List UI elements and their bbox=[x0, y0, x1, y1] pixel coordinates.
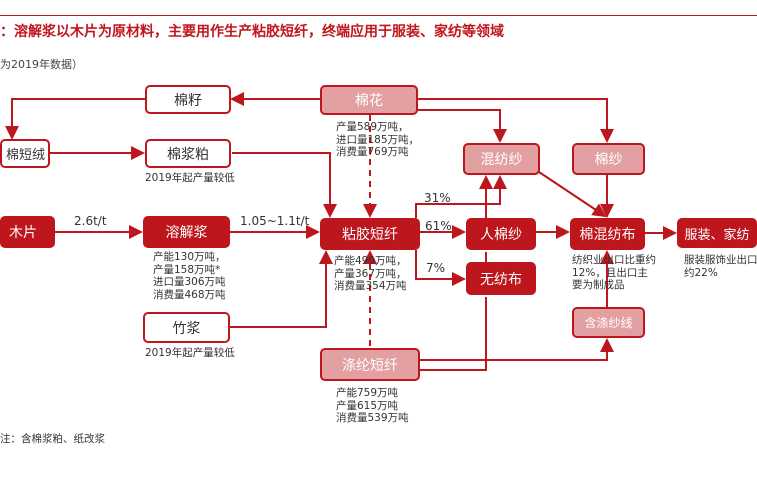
arrow-viscose-nonwoven bbox=[415, 250, 466, 286]
node-cotton-yarn: 棉纱 bbox=[572, 143, 645, 175]
ratio-pulp-viscose: 1.05~1.1t/t bbox=[240, 214, 310, 228]
note-line: 产能490万吨， bbox=[334, 255, 407, 267]
note-line: 产量615万吨 bbox=[336, 399, 399, 412]
arrow-cpulp-viscose bbox=[232, 152, 337, 218]
node-cotton-seed: 棉籽 bbox=[145, 85, 231, 114]
arrow-cotton-blend bbox=[418, 109, 507, 143]
node-cotton: 棉花 bbox=[320, 85, 418, 115]
note-line: 要为制成品 bbox=[572, 279, 625, 291]
ratio-wood-pulp: 2.6t/t bbox=[74, 214, 107, 228]
pct-nonwoven: 7% bbox=[426, 261, 446, 275]
node-blended-fabric: 棉混纺布 bbox=[570, 218, 645, 250]
node-linter: 棉短绒 bbox=[0, 139, 50, 168]
node-apparel: 服装、家纺 bbox=[677, 218, 757, 248]
note-line: 消费量468万吨 bbox=[153, 288, 226, 301]
node-bamboo-pulp: 竹浆 bbox=[143, 312, 230, 343]
arrow-blend-fabric bbox=[535, 169, 607, 218]
node-nonwoven: 无纺布 bbox=[466, 262, 536, 295]
note-line: 约22% bbox=[684, 266, 718, 279]
arrow-poly-nonwoven bbox=[420, 297, 487, 371]
note-apparel: 服装服饰业出口约22% bbox=[684, 254, 757, 279]
node-wood-chips: 木片 bbox=[0, 216, 55, 248]
arrow-poly-polyyarn bbox=[420, 338, 614, 361]
node-rayon-yarn: 人棉纱 bbox=[466, 218, 536, 250]
note-line: 进口量306万吨 bbox=[153, 276, 226, 288]
note-polyester: 产能759万吨产量615万吨消费量539万吨 bbox=[336, 387, 409, 425]
note-bamboo: 2019年起产量较低 bbox=[145, 347, 235, 359]
note-line: 产能130万吨， bbox=[153, 251, 226, 263]
node-cotton-pulp: 棉浆粕 bbox=[145, 139, 231, 168]
node-viscose: 粘胶短纤 bbox=[320, 218, 420, 250]
note-line: 消费量354万吨 bbox=[334, 280, 407, 292]
note-line: 消费量769万吨 bbox=[336, 146, 409, 158]
pct-rayon: 61% bbox=[425, 219, 452, 233]
note-line: 产能759万吨 bbox=[336, 387, 399, 399]
arrow-viscose-blend bbox=[415, 175, 507, 218]
note-line: 产量589万吨， bbox=[336, 121, 409, 133]
arrow-cotton-yarn bbox=[418, 98, 614, 143]
note-cotton-pulp: 2019年起产量较低 bbox=[145, 172, 235, 184]
arrow-bamboo-viscose bbox=[230, 250, 333, 328]
note-line: 产量367万吨， bbox=[334, 267, 407, 280]
note-line: 进口量185万吨， bbox=[336, 133, 420, 146]
note-line: 消费量539万吨 bbox=[336, 412, 409, 424]
note-viscose: 产能490万吨，产量367万吨，消费量354万吨 bbox=[334, 255, 407, 293]
footnote: 注：含棉浆粕、纸改浆 bbox=[0, 433, 105, 445]
note-dissolving-pulp: 产能130万吨，产量158万吨*进口量306万吨消费量468万吨 bbox=[153, 251, 226, 301]
note-line: 12%，且出口主 bbox=[572, 266, 648, 279]
header-rule bbox=[0, 15, 757, 16]
node-poly-yarn: 含涤纱线 bbox=[572, 307, 645, 338]
subtitle: 为2019年数据） bbox=[0, 58, 83, 71]
node-blended-yarn: 混纺纱 bbox=[463, 143, 540, 175]
arrow-seed-linter bbox=[5, 98, 145, 140]
note-line: 产量158万吨* bbox=[153, 263, 221, 276]
node-dissolving-pulp: 溶解浆 bbox=[143, 216, 230, 248]
note-cotton: 产量589万吨，进口量185万吨，消费量769万吨 bbox=[336, 121, 419, 159]
note-line: 服装服饰业出口 bbox=[684, 254, 757, 266]
note-line: 纺织业出口比重约 bbox=[572, 254, 656, 266]
page-title: ：溶解浆以木片为原材料，主要用作生产粘胶短纤，终端应用于服装、家纺等领域 bbox=[0, 24, 504, 40]
pct-blend: 31% bbox=[424, 191, 451, 205]
node-polyester: 涤纶短纤 bbox=[320, 348, 420, 381]
